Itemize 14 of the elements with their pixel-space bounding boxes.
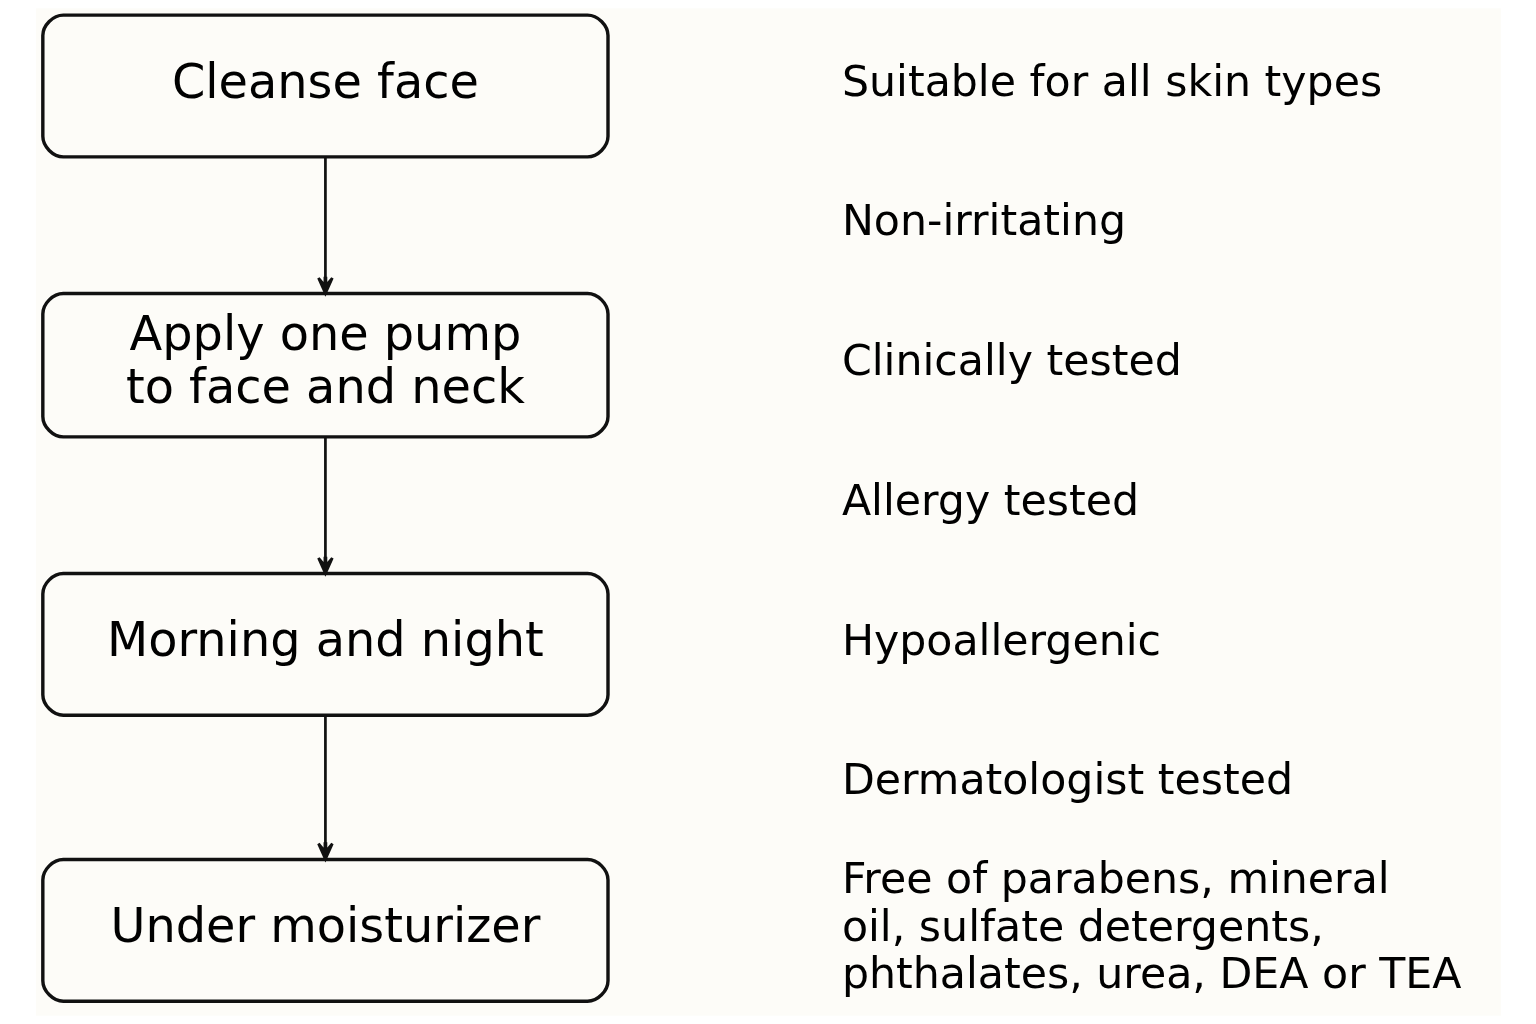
arrow xyxy=(316,157,334,295)
label: Dermatologist tested xyxy=(841,753,1293,804)
label: Hypoallergenic xyxy=(841,614,1161,665)
arrow xyxy=(316,715,334,861)
label: Non-irritating xyxy=(841,195,1126,246)
label: Allergy tested xyxy=(841,475,1139,526)
label: Free of parabens, mineral oil, sulfate detergents, phthalates, urea, DEA or TEA xyxy=(841,852,1462,999)
node-box: Cleanse face xyxy=(40,13,610,159)
label: Suitable for all skin types xyxy=(841,56,1382,107)
node-box: Under moisturizer xyxy=(40,857,610,1003)
arrow xyxy=(316,437,334,575)
node-box: Morning and night xyxy=(40,571,610,717)
label: Clinically tested xyxy=(841,335,1182,386)
node-box: Apply one pump to face and neck xyxy=(40,291,610,439)
